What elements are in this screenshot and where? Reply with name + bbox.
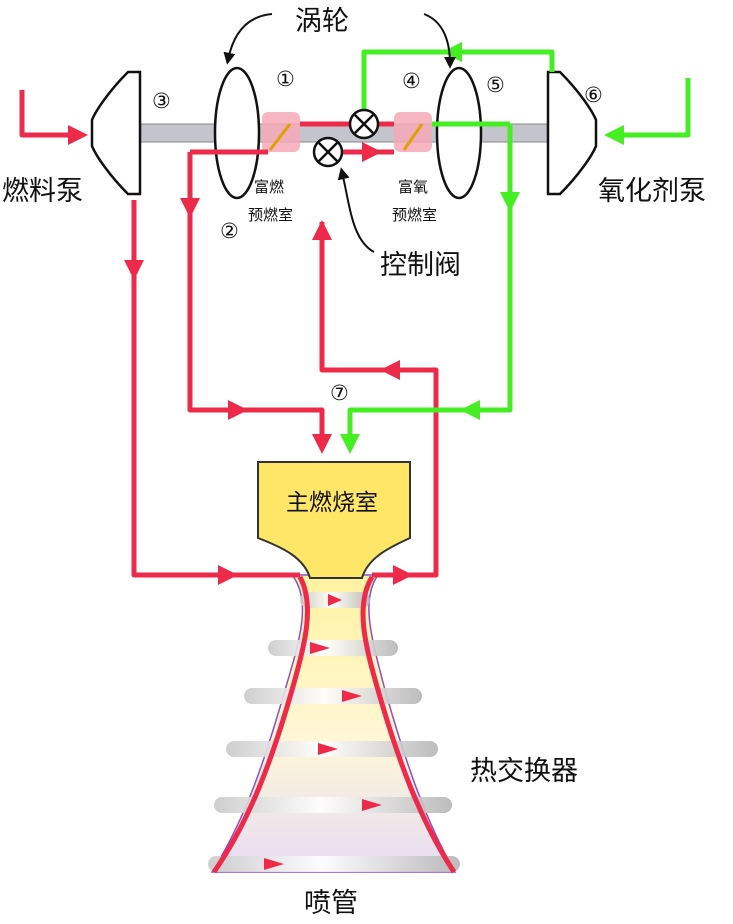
- heat-exchanger-label: 热交换器: [470, 756, 578, 787]
- fuel-rich-preburner-label-1: 富燃: [254, 178, 284, 196]
- main-chamber-label: 主燃烧室: [286, 490, 378, 516]
- band-2: [268, 640, 398, 656]
- fuel-to-nozzle: [131, 200, 300, 578]
- turbine-pointer-left: [223, 13, 273, 65]
- marker-7: ⑦: [330, 381, 349, 405]
- band-3: [244, 688, 422, 704]
- fuel-rich-preburner-label-2: 预燃室: [248, 206, 293, 224]
- marker-1: ①: [276, 67, 295, 91]
- ox-rich-preburner-label-2: 预燃室: [392, 206, 437, 224]
- nozzle-return-line: [319, 222, 439, 578]
- nozzle-label: 喷管: [304, 888, 358, 919]
- fuel-lines: [19, 90, 439, 585]
- fuel-turbine: [213, 66, 261, 200]
- marker-4: ④: [402, 69, 421, 93]
- ox-turbine: [435, 66, 483, 200]
- fuel-to-main-chamber: [187, 152, 325, 448]
- nozzle-body: [210, 574, 457, 873]
- turbine-pointer-right: [423, 13, 456, 69]
- band-5: [214, 797, 452, 813]
- ox-rich-preburner-label-1: 富氧: [398, 178, 428, 196]
- oxidizer-pump-label: 氧化剂泵: [598, 176, 706, 207]
- marker-6: ⑥: [584, 83, 603, 107]
- fuel-rich-preburner: [262, 112, 300, 152]
- fuel-pump-impeller: [90, 70, 142, 196]
- oxidizer-lines: [340, 42, 691, 454]
- fuel-pump-label: 燃料泵: [2, 176, 83, 207]
- band-6: [208, 856, 460, 872]
- marker-3: ③: [152, 89, 171, 113]
- oxidizer-inlet: [604, 78, 691, 145]
- control-valve-label: 控制阀: [380, 250, 461, 281]
- control-valve-lower: [312, 136, 344, 168]
- ox-rich-preburner: [394, 112, 432, 152]
- oxidizer-to-main: [347, 124, 513, 448]
- marker-2: ②: [220, 219, 239, 243]
- main-chamber: [257, 461, 411, 579]
- marker-5: ⑤: [486, 73, 505, 97]
- nozzle-wall-left: [211, 575, 311, 874]
- valve-pointer: [337, 167, 375, 253]
- nozzle-wall-right: [360, 575, 457, 874]
- oxidizer-pump-impeller: [546, 70, 598, 196]
- turbine-label: 涡轮: [295, 6, 349, 37]
- fuel-inlet: [19, 90, 88, 145]
- control-valve-upper: [348, 108, 380, 140]
